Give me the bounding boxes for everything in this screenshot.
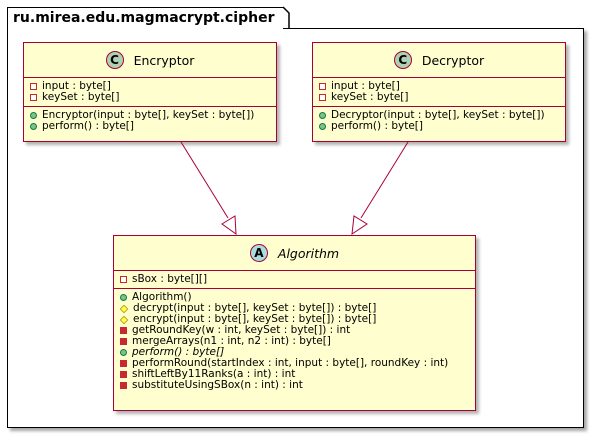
method-row: Decryptor(input : byte[], keySet : byte[… xyxy=(319,110,559,121)
private-method-icon xyxy=(120,371,127,378)
methods-section: Encryptor(input : byte[], keySet : byte[… xyxy=(24,107,276,135)
public-method-icon xyxy=(30,123,37,130)
method-row: Algorithm() xyxy=(120,292,469,303)
private-field-icon xyxy=(30,83,37,90)
method-row: perform() : byte[] xyxy=(120,347,469,358)
class-name: Algorithm xyxy=(277,245,340,261)
abstract-method-text: perform() : byte[] xyxy=(132,346,225,358)
class-header: C Decryptor xyxy=(313,43,565,78)
method-text: substituteUsingSBox(n : int) : int xyxy=(132,379,303,391)
private-field-icon xyxy=(120,276,127,283)
method-text: Decryptor(input : byte[], keySet : byte[… xyxy=(331,109,545,121)
package-name: ru.mirea.edu.magmacrypt.cipher xyxy=(7,7,283,29)
public-method-icon xyxy=(120,349,127,356)
field-text: input : byte[] xyxy=(42,80,111,92)
method-text: mergeArrays(n1 : int, n2 : int) : byte[] xyxy=(132,335,331,347)
field-row: input : byte[] xyxy=(319,81,559,92)
field-text: keySet : byte[] xyxy=(331,91,409,103)
method-row: substituteUsingSBox(n : int) : int xyxy=(120,380,469,391)
method-text: performRound(startIndex : int, input : b… xyxy=(132,357,449,369)
class-stereotype-icon: C xyxy=(105,51,124,69)
class-name: Encryptor xyxy=(133,52,195,68)
field-row: keySet : byte[] xyxy=(319,92,559,103)
method-row: perform() : byte[] xyxy=(319,121,559,132)
private-method-icon xyxy=(120,338,127,345)
field-text: keySet : byte[] xyxy=(42,91,120,103)
protected-method-icon xyxy=(119,315,129,324)
private-method-icon xyxy=(120,360,127,367)
fields-section: input : byte[] keySet : byte[] xyxy=(313,78,565,107)
method-text: Encryptor(input : byte[], keySet : byte[… xyxy=(42,109,255,121)
field-row: sBox : byte[][] xyxy=(120,274,469,285)
fields-section: sBox : byte[][] xyxy=(114,271,475,289)
fields-section: input : byte[] keySet : byte[] xyxy=(24,78,276,107)
class-stereotype-icon: C xyxy=(393,51,412,69)
class-header: A Algorithm xyxy=(114,236,475,271)
method-row: mergeArrays(n1 : int, n2 : int) : byte[] xyxy=(120,336,469,347)
method-text: encrypt(input : byte[], keySet : byte[])… xyxy=(133,313,377,325)
class-header: C Encryptor xyxy=(24,43,276,78)
protected-method-icon xyxy=(119,304,129,313)
method-text: Algorithm() xyxy=(132,291,192,303)
public-method-icon xyxy=(319,112,326,119)
method-text: getRoundKey(w : int, keySet : byte[]) : … xyxy=(132,324,351,336)
methods-section: Decryptor(input : byte[], keySet : byte[… xyxy=(313,107,565,135)
private-field-icon xyxy=(30,94,37,101)
method-row: decrypt(input : byte[], keySet : byte[])… xyxy=(119,302,469,314)
private-method-icon xyxy=(120,382,127,389)
field-text: input : byte[] xyxy=(331,80,400,92)
method-text: shiftLeftBy11Ranks(a : int) : int xyxy=(132,368,296,380)
class-decryptor[interactable]: C Decryptor input : byte[] keySet : byte… xyxy=(312,42,566,142)
class-encryptor[interactable]: C Encryptor input : byte[] keySet : byte… xyxy=(23,42,277,142)
field-text: sBox : byte[][] xyxy=(132,273,208,285)
class-algorithm[interactable]: A Algorithm sBox : byte[][] Algorithm() … xyxy=(113,235,476,411)
methods-section: Algorithm() decrypt(input : byte[], keyS… xyxy=(114,289,475,394)
class-name: Decryptor xyxy=(421,52,485,68)
method-row: encrypt(input : byte[], keySet : byte[])… xyxy=(119,313,469,325)
field-row: keySet : byte[] xyxy=(30,92,270,103)
method-text: perform() : byte[] xyxy=(42,120,134,132)
method-row: performRound(startIndex : int, input : b… xyxy=(120,358,469,369)
public-method-icon xyxy=(120,294,127,301)
method-row: Encryptor(input : byte[], keySet : byte[… xyxy=(30,110,270,121)
private-method-icon xyxy=(120,327,127,334)
public-method-icon xyxy=(30,112,37,119)
field-row: input : byte[] xyxy=(30,81,270,92)
method-text: perform() : byte[] xyxy=(331,120,423,132)
method-text: decrypt(input : byte[], keySet : byte[])… xyxy=(133,302,377,314)
method-row: getRoundKey(w : int, keySet : byte[]) : … xyxy=(120,325,469,336)
public-method-icon xyxy=(319,123,326,130)
private-field-icon xyxy=(319,83,326,90)
method-row: perform() : byte[] xyxy=(30,121,270,132)
private-field-icon xyxy=(319,94,326,101)
method-row: shiftLeftBy11Ranks(a : int) : int xyxy=(120,369,469,380)
abstract-stereotype-icon: A xyxy=(249,244,268,262)
